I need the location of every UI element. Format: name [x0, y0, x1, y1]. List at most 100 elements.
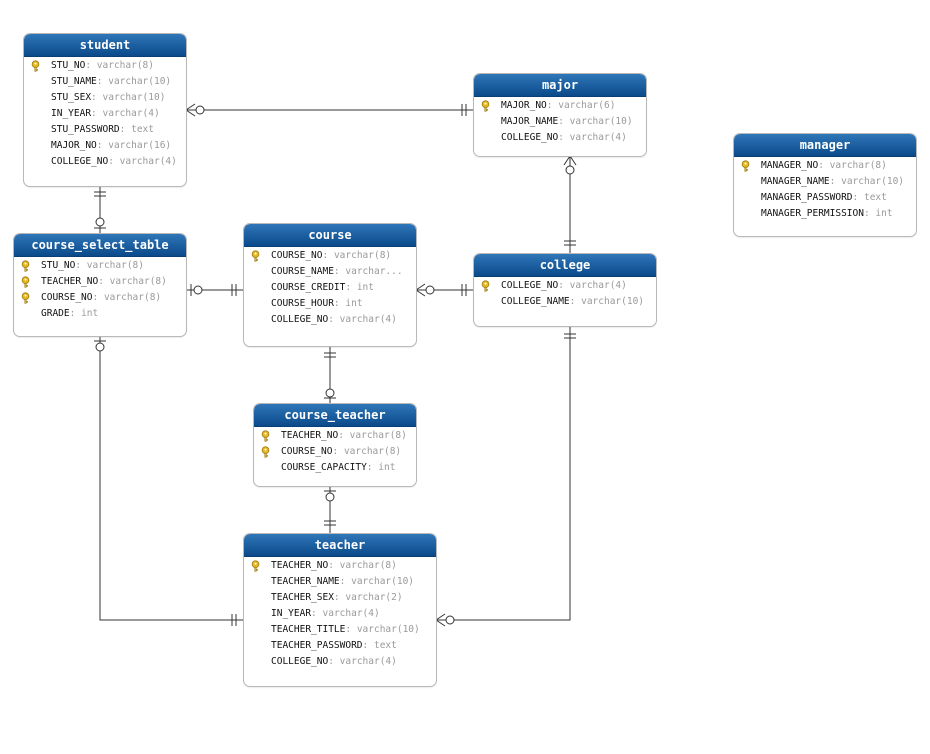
- column-type: varchar(10): [841, 176, 905, 187]
- table-course-select-table[interactable]: course_select_table STU_NO: varchar(8)TE…: [13, 233, 187, 337]
- table-header[interactable]: student: [24, 34, 186, 57]
- column-row[interactable]: COURSE_NO: varchar(8): [254, 444, 416, 460]
- primary-key-icon: [21, 292, 30, 304]
- column-separator: :: [322, 250, 329, 261]
- column-row[interactable]: COURSE_CREDIT: int: [244, 280, 416, 296]
- column-separator: :: [362, 640, 369, 651]
- column-row[interactable]: COLLEGE_NO: varchar(4): [244, 312, 416, 328]
- column-name: MAJOR_NAME: [501, 116, 559, 127]
- column-row[interactable]: STU_NO: varchar(8): [14, 258, 186, 274]
- column-name: TEACHER_NO: [271, 560, 329, 571]
- column-name: COURSE_CREDIT: [271, 282, 346, 293]
- column-separator: :: [119, 124, 126, 135]
- table-manager[interactable]: manager MANAGER_NO: varchar(8)MANAGER_NA…: [733, 133, 917, 237]
- rel-course-select-course: [186, 284, 244, 296]
- column-row[interactable]: GRADE: int: [14, 306, 186, 322]
- column-row[interactable]: COLLEGE_NO: varchar(4): [474, 130, 646, 146]
- table-student[interactable]: student STU_NO: varchar(8)STU_NAME: varc…: [23, 33, 187, 187]
- column-row[interactable]: TEACHER_PASSWORD: text: [244, 638, 436, 654]
- column-row[interactable]: MANAGER_NAME: varchar(10): [734, 174, 916, 190]
- column-row[interactable]: COLLEGE_NAME: varchar(10): [474, 294, 656, 310]
- column-separator: :: [75, 260, 82, 271]
- column-row[interactable]: COURSE_NO: varchar(8): [14, 290, 186, 306]
- column-name: COURSE_NAME: [271, 266, 334, 277]
- column-name: COLLEGE_NAME: [501, 296, 570, 307]
- column-row[interactable]: COLLEGE_NO: varchar(4): [474, 278, 656, 294]
- column-type: varchar(10): [581, 296, 645, 307]
- column-row[interactable]: MAJOR_NO: varchar(16): [24, 138, 186, 154]
- column-name: STU_NO: [41, 260, 76, 271]
- column-name: GRADE: [41, 308, 70, 319]
- column-name: COURSE_CAPACITY: [281, 462, 367, 473]
- table-course[interactable]: course COURSE_NO: varchar(8)COURSE_NAME:…: [243, 223, 417, 347]
- column-separator: :: [829, 176, 836, 187]
- column-row[interactable]: MAJOR_NAME: varchar(10): [474, 114, 646, 130]
- column-row[interactable]: COURSE_NO: varchar(8): [244, 248, 416, 264]
- column-type: varchar(4): [339, 656, 397, 667]
- column-row[interactable]: TEACHER_SEX: varchar(2): [244, 590, 436, 606]
- column-type: varchar(4): [119, 156, 177, 167]
- column-row[interactable]: STU_SEX: varchar(10): [24, 90, 186, 106]
- column-type: int: [875, 208, 893, 219]
- column-row[interactable]: IN_YEAR: varchar(4): [244, 606, 436, 622]
- column-row[interactable]: COURSE_HOUR: int: [244, 296, 416, 312]
- column-name: STU_PASSWORD: [51, 124, 120, 135]
- column-row[interactable]: MANAGER_PERMISSION: int: [734, 206, 916, 222]
- column-row[interactable]: STU_PASSWORD: text: [24, 122, 186, 138]
- column-row[interactable]: STU_NO: varchar(8): [24, 58, 186, 74]
- column-row[interactable]: COLLEGE_NO: varchar(4): [244, 654, 436, 670]
- column-row[interactable]: IN_YEAR: varchar(4): [24, 106, 186, 122]
- column-row[interactable]: MAJOR_NO: varchar(6): [474, 98, 646, 114]
- column-type: varchar(4): [322, 608, 380, 619]
- column-type: varchar(8): [343, 446, 402, 457]
- column-row[interactable]: TEACHER_NAME: varchar(10): [244, 574, 436, 590]
- column-row[interactable]: TEACHER_TITLE: varchar(10): [244, 622, 436, 638]
- column-type: varchar(10): [351, 576, 415, 587]
- column-name: TEACHER_TITLE: [271, 624, 346, 635]
- table-header[interactable]: manager: [734, 134, 916, 157]
- column-row[interactable]: TEACHER_NO: varchar(8): [254, 428, 416, 444]
- column-row[interactable]: STU_NAME: varchar(10): [24, 74, 186, 90]
- primary-key-icon: [741, 160, 750, 172]
- column-type: varchar(4): [102, 108, 160, 119]
- column-separator: :: [96, 140, 103, 151]
- column-separator: :: [366, 462, 373, 473]
- table-header[interactable]: course: [244, 224, 416, 247]
- table-header[interactable]: college: [474, 254, 656, 277]
- column-row[interactable]: COURSE_CAPACITY: int: [254, 460, 416, 476]
- column-type: text: [131, 124, 154, 135]
- column-separator: :: [333, 298, 340, 309]
- column-row[interactable]: TEACHER_NO: varchar(8): [244, 558, 436, 574]
- column-row[interactable]: MANAGER_PASSWORD: text: [734, 190, 916, 206]
- column-type: varchar(10): [102, 92, 166, 103]
- table-header[interactable]: major: [474, 74, 646, 97]
- column-type: int: [81, 308, 99, 319]
- primary-key-icon: [261, 430, 270, 442]
- table-header[interactable]: teacher: [244, 534, 436, 557]
- column-list: TEACHER_NO: varchar(8)COURSE_NO: varchar…: [254, 427, 416, 482]
- column-name: TEACHER_NO: [41, 276, 99, 287]
- table-header[interactable]: course_select_table: [14, 234, 186, 257]
- column-name: COLLEGE_NO: [271, 656, 329, 667]
- column-separator: :: [818, 160, 824, 171]
- column-name: COLLEGE_NO: [501, 280, 559, 291]
- column-row[interactable]: COURSE_NAME: varchar...: [244, 264, 416, 280]
- column-row[interactable]: MANAGER_NO: varchar(8): [734, 158, 916, 174]
- table-college[interactable]: college COLLEGE_NO: varchar(4)COLLEGE_NA…: [473, 253, 657, 327]
- column-type: varchar(8): [109, 276, 167, 287]
- table-teacher[interactable]: teacher TEACHER_NO: varchar(8)TEACHER_NA…: [243, 533, 437, 687]
- column-type: varchar...: [345, 266, 403, 277]
- column-separator: :: [328, 560, 334, 571]
- column-separator: :: [558, 280, 564, 291]
- column-row[interactable]: TEACHER_NO: varchar(8): [14, 274, 186, 290]
- column-name: MAJOR_NO: [501, 100, 547, 111]
- table-header[interactable]: course_teacher: [254, 404, 416, 427]
- column-type: int: [345, 298, 363, 309]
- column-type: varchar(8): [86, 260, 144, 271]
- table-major[interactable]: major MAJOR_NO: varchar(6)MAJOR_NAME: va…: [473, 73, 647, 157]
- column-name: COLLEGE_NO: [51, 156, 109, 167]
- column-row[interactable]: COLLEGE_NO: varchar(4): [24, 154, 186, 170]
- table-course-teacher[interactable]: course_teacher TEACHER_NO: varchar(8)COU…: [253, 403, 417, 487]
- primary-key-icon: [481, 280, 490, 292]
- rel-teacher-college: [435, 326, 576, 627]
